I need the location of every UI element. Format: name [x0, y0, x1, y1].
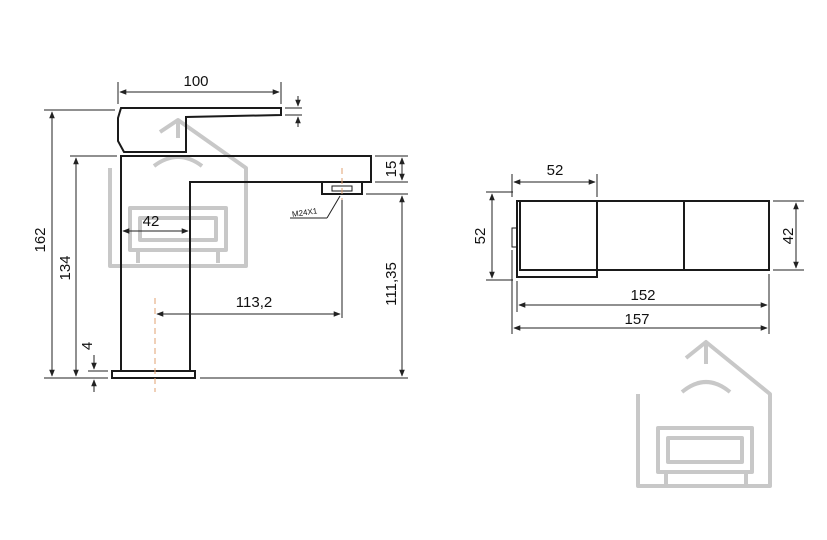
dim-body-width-label: 42 [143, 213, 160, 230]
dim-spout-thickness-label: 15 [383, 161, 400, 178]
dim-base-thickness: 4 [79, 342, 108, 392]
dim-base-depth-label: 52 [472, 228, 489, 245]
watermark-house-icon-large [636, 340, 772, 488]
top-view-faucet [511, 200, 770, 278]
dim-spout-width-label: 42 [780, 228, 797, 245]
top-spout [519, 200, 770, 271]
watermark-house-icon [108, 118, 248, 268]
aerator-thread-callout: M24X1 [290, 195, 341, 219]
dim-base-width: 52 [511, 162, 598, 197]
dim-body-width: 42 [122, 213, 189, 234]
dim-overall-length: 157 [511, 250, 768, 334]
dim-spout-length: 152 [516, 274, 770, 334]
dim-spout-thickness: 15 [375, 155, 408, 183]
dim-spout-length-label: 152 [630, 287, 655, 304]
dim-outlet-height: 111,35 [200, 193, 408, 379]
dim-total-height-label: 162 [32, 227, 49, 252]
dim-spout-height: 134 [57, 155, 117, 377]
dim-spout-width: 42 [773, 200, 804, 271]
dim-base-depth: 52 [472, 191, 513, 281]
aerator-thread-label: M24X1 [291, 206, 318, 219]
dim-total-height: 162 [32, 109, 115, 379]
dim-base-width-label: 52 [547, 162, 564, 179]
dim-outlet-height-label: 111,35 [383, 262, 400, 306]
handle-lever [117, 107, 282, 153]
base-plate [111, 370, 196, 379]
dim-overall-length-label: 157 [624, 311, 649, 328]
side-view-faucet [111, 107, 372, 392]
aerator [321, 181, 363, 195]
dim-handle-length-label: 100 [183, 73, 208, 90]
top-base [516, 200, 598, 278]
dim-handle-length: 100 [117, 73, 282, 104]
dim-handle-tip [285, 96, 302, 127]
dim-spout-height-label: 134 [57, 255, 74, 280]
dim-spout-reach-label: 113,2 [236, 294, 272, 311]
dim-spout-reach: 113,2 [156, 200, 343, 318]
dim-base-thickness-label: 4 [79, 342, 96, 350]
